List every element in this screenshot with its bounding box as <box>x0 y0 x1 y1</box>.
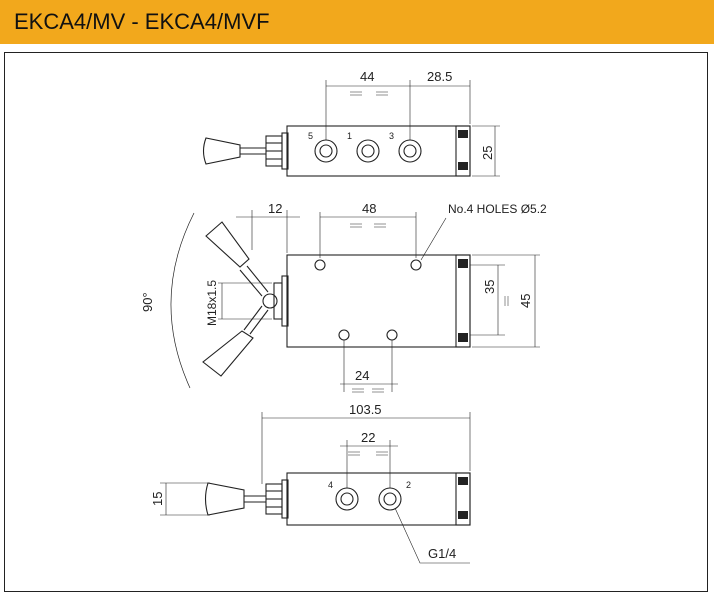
dim-height-top: 25 <box>480 146 495 160</box>
mounting-hole <box>386 329 398 341</box>
drawing-frame <box>4 52 708 592</box>
bottom-view <box>160 412 471 564</box>
dim-lever-offset: 12 <box>268 201 282 216</box>
valve-body-middle <box>286 254 471 348</box>
port-label-4: 4 <box>328 480 333 490</box>
dim-top-holes: 48 <box>362 201 376 216</box>
page-title: EKCA4/MV - EKCA4/MVF <box>14 9 270 34</box>
thread-label-m18: M18x1.5 <box>205 280 219 326</box>
port-1 <box>356 139 380 163</box>
dim-end-offset: 28.5 <box>427 69 452 84</box>
port-4 <box>335 487 359 511</box>
title-bar: EKCA4/MV - EKCA4/MVF <box>0 0 714 44</box>
lever-knob-top <box>202 137 241 165</box>
end-cap-bottom <box>455 472 471 526</box>
dim-bottom-holes: 24 <box>355 368 369 383</box>
thread-label-g14: G1/4 <box>428 546 456 561</box>
dim-knob-diameter: 15 <box>150 492 165 506</box>
mounting-hole <box>314 259 326 271</box>
lever-knob-up <box>205 221 250 268</box>
dim-overall-length: 103.5 <box>349 402 382 417</box>
port-label-5: 5 <box>308 131 313 141</box>
angle-label: 90° <box>140 292 155 312</box>
end-cap-middle <box>455 254 471 348</box>
port-label-1: 1 <box>347 131 352 141</box>
dim-inner-height: 35 <box>482 280 497 294</box>
holes-note: No.4 HOLES Ø5.2 <box>448 202 547 216</box>
port-label-2: 2 <box>406 480 411 490</box>
lever-knob-bottom <box>204 482 245 516</box>
port-5 <box>314 139 338 163</box>
dim-height-middle: 45 <box>518 294 533 308</box>
port-label-3: 3 <box>389 131 394 141</box>
mounting-hole <box>410 259 422 271</box>
top-view <box>202 80 500 177</box>
dim-port-spacing-top: 44 <box>360 69 374 84</box>
port-3 <box>398 139 422 163</box>
middle-view <box>170 210 540 393</box>
port-2 <box>378 487 402 511</box>
lever-knob-down <box>202 330 254 377</box>
dim-port-spacing-bottom: 22 <box>361 430 375 445</box>
end-cap-top <box>455 125 471 177</box>
mounting-hole <box>338 329 350 341</box>
